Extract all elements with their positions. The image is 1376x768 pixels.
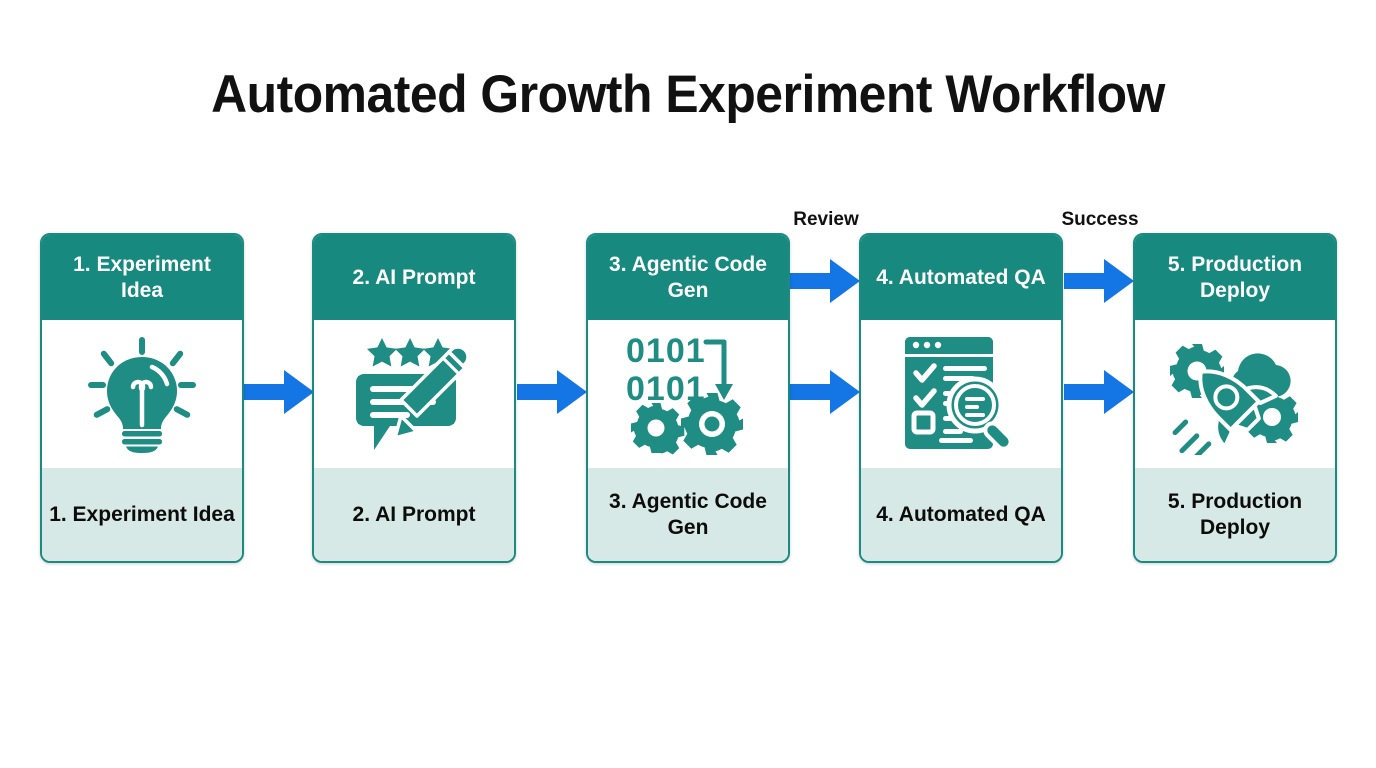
node-footer-automated-qa: 4. Automated QA — [861, 468, 1061, 561]
arrow-experiment-idea-to-ai-prompt — [244, 364, 316, 420]
node-header-ai-prompt: 2. AI Prompt — [314, 235, 514, 320]
checklist-magnifier-icon — [861, 320, 1061, 468]
node-header-production-deploy: 5. Production Deploy — [1135, 235, 1335, 320]
node-card-automated-qa[interactable]: 4. Automated QA — [859, 233, 1063, 563]
node-footer-experiment-idea: 1. Experiment Idea — [42, 468, 242, 561]
edge-label-review: Review — [793, 209, 859, 230]
svg-text:0101: 0101 — [626, 332, 706, 370]
arrow-ai-prompt-to-agentic-code-gen — [517, 364, 589, 420]
page-title: Automated Growth Experiment Workflow — [211, 65, 1165, 124]
node-footer-ai-prompt: 2. AI Prompt — [314, 468, 514, 561]
arrow-agentic-code-gen-to-automated-qa — [790, 364, 862, 420]
speech-bubble-pencil-stars-icon — [314, 320, 514, 468]
arrow-automated-qa-to-production-deploy — [1064, 364, 1136, 420]
node-header-experiment-idea: 1. Experiment Idea — [42, 235, 242, 320]
edge-label-success: Success — [1061, 209, 1139, 230]
node-footer-agentic-code-gen: 3. Agentic Code Gen — [588, 468, 788, 561]
node-card-experiment-idea[interactable]: 1. Experiment Idea — [40, 233, 244, 563]
arrow-automated-qa-to-production-deploy-success — [1064, 253, 1136, 309]
lightbulb-icon — [42, 320, 242, 468]
node-footer-production-deploy: 5. Production Deploy — [1135, 468, 1335, 561]
node-card-ai-prompt[interactable]: 2. AI Prompt — [312, 233, 516, 563]
node-header-agentic-code-gen: 3. Agentic Code Gen — [588, 235, 788, 320]
binary-code-gears-icon: 0101 0101 — [588, 320, 788, 468]
rocket-cloud-gears-icon — [1135, 320, 1335, 468]
arrow-agentic-code-gen-to-automated-qa-review — [790, 253, 862, 309]
node-card-production-deploy[interactable]: 5. Production Deploy — [1133, 233, 1337, 563]
node-header-automated-qa: 4. Automated QA — [861, 235, 1061, 320]
node-card-agentic-code-gen[interactable]: 3. Agentic Code Gen 0101 0101 — [586, 233, 790, 563]
